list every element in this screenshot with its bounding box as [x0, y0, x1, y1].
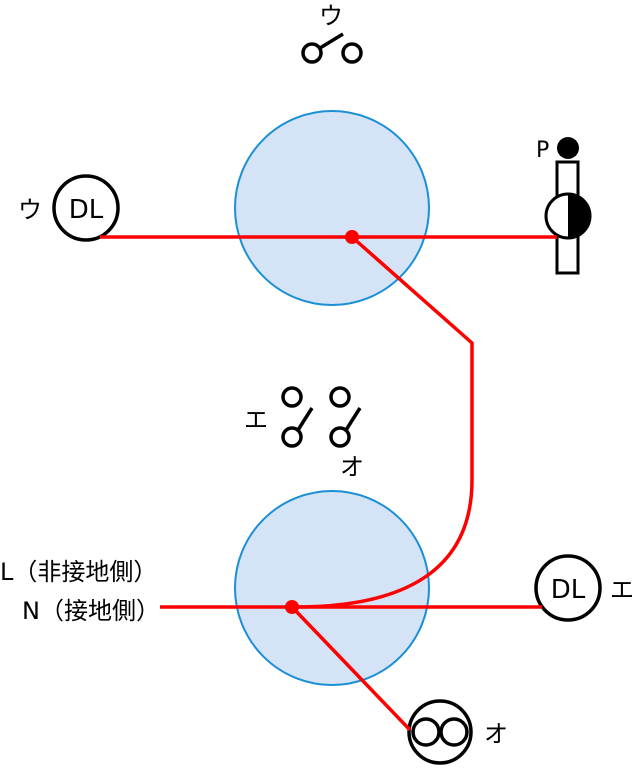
downlight-e-label: エ [610, 576, 634, 604]
wire-node-top [345, 230, 359, 244]
downlight-e-symbol [534, 554, 602, 622]
downlight-u-symbol [52, 174, 120, 242]
pilot-lamp-p-label: P [536, 138, 549, 163]
pilot-lamp-dot [557, 137, 579, 159]
downlight-u-text: DL [69, 195, 104, 225]
switch-u-label: ウ [319, 2, 343, 30]
wire-top-to-bottom [291, 235, 474, 609]
line-n-label: N（接地側） [22, 597, 160, 625]
junction-box-bottom [234, 490, 430, 686]
half-filled-circle-icon [544, 192, 592, 240]
outlet-o-label: オ [484, 720, 508, 748]
wire-bottom-to-outlet [290, 605, 412, 732]
switch-e-symbol [281, 386, 314, 448]
switch-o-label: オ [340, 453, 364, 481]
junction-box-top [234, 110, 430, 306]
switch-u-symbol [301, 32, 363, 64]
wiring [100, 235, 557, 732]
switch-e-label: エ [244, 406, 268, 434]
downlight-e-text: DL [551, 575, 586, 605]
downlight-u-label: ウ [18, 196, 42, 224]
line-l-label: L（非接地側） [0, 558, 157, 586]
wire-node-bottom [285, 600, 299, 614]
duplex-outlet-symbol [407, 699, 473, 765]
switch-o-symbol [329, 386, 362, 448]
